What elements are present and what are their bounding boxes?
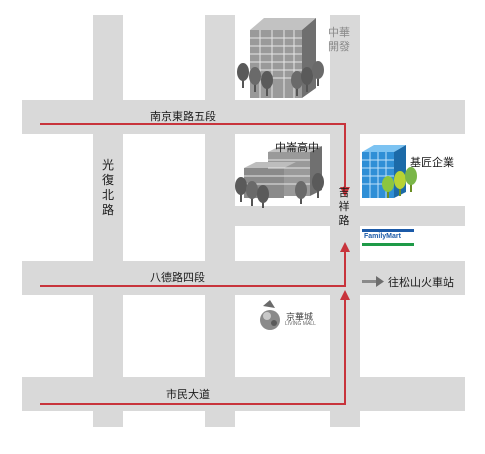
jinghua-logo-spike bbox=[263, 300, 275, 308]
road-shimin bbox=[22, 377, 465, 411]
road-label-guangfu: 光復北路 bbox=[101, 158, 114, 217]
jijiang-windows bbox=[362, 152, 394, 198]
arrow-up-1 bbox=[340, 242, 350, 252]
familymart-bar-green bbox=[362, 243, 414, 246]
road-network bbox=[22, 15, 465, 427]
route-arrows bbox=[340, 187, 350, 300]
road-nanjing bbox=[22, 100, 465, 134]
label-jinghua-sub: LIVING MALL bbox=[285, 321, 316, 327]
road-minor-school bbox=[235, 206, 465, 226]
route-shimin bbox=[40, 300, 346, 405]
direction-arrow-shaft bbox=[362, 280, 376, 283]
jijiang-trees bbox=[382, 167, 417, 198]
direction-arrow-head bbox=[376, 276, 384, 287]
road-vertical-1 bbox=[93, 15, 123, 427]
familymart-logo bbox=[362, 229, 414, 246]
road-label-bade: 八德路四段 bbox=[150, 271, 205, 284]
arrow-down bbox=[340, 187, 350, 197]
school-trees bbox=[235, 173, 324, 208]
label-jinghua: 京華城 bbox=[286, 313, 314, 323]
zhonghua-building bbox=[237, 18, 324, 98]
road-label-jixiang: 吉祥路 bbox=[338, 186, 350, 227]
road-vertical-2 bbox=[205, 15, 235, 427]
arrow-up-2 bbox=[340, 290, 350, 300]
school-building bbox=[235, 146, 324, 208]
school-block-back-top bbox=[268, 146, 322, 152]
direction-arrow bbox=[362, 276, 384, 287]
road-label-nanjing: 南京東路五段 bbox=[150, 110, 216, 123]
jijiang-building bbox=[362, 145, 417, 198]
route bbox=[40, 123, 346, 405]
route-bade bbox=[40, 252, 346, 287]
direction-label: 往松山火車站 bbox=[388, 276, 454, 289]
label-zhonghua: 中華 開發 bbox=[328, 26, 350, 53]
zhonghua-building-top bbox=[250, 18, 316, 30]
route-nanjing bbox=[40, 123, 346, 187]
label-school: 中崙高中 bbox=[275, 141, 319, 154]
zhonghua-trees bbox=[237, 61, 324, 96]
jijiang-building-top bbox=[362, 145, 406, 152]
label-familymart: FamilyMart bbox=[364, 233, 401, 240]
zhonghua-building-side bbox=[302, 18, 316, 98]
road-label-shimin: 市民大道 bbox=[166, 388, 210, 401]
jinghua-logo-sphere bbox=[260, 310, 280, 330]
jinghua-logo bbox=[260, 300, 280, 330]
label-jijiang: 基匠企業 bbox=[410, 156, 454, 169]
familymart-bar-blue bbox=[362, 229, 414, 232]
road-bade bbox=[22, 261, 465, 295]
zhonghua-building-windows bbox=[250, 30, 302, 98]
school-block-front-top bbox=[244, 162, 296, 168]
